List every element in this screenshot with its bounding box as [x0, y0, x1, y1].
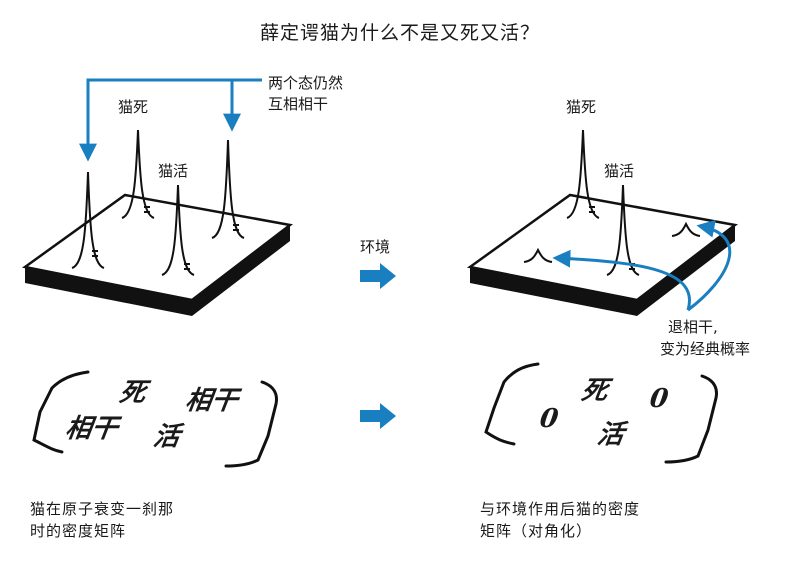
right-caption-line2: 矩阵（对角化）	[480, 522, 593, 540]
right-peak-dead-label: 猫死	[566, 98, 597, 116]
left-peak-dead-label: 猫死	[118, 98, 149, 116]
left-matrix-r2c1: 相干	[63, 414, 120, 444]
left-peak-marks	[92, 206, 239, 270]
left-matrix-brackets	[32, 370, 278, 468]
left-caption-line1: 猫在原子衰变一刹那	[30, 500, 175, 518]
right-caption-line1: 与环境作用后猫的密度	[480, 500, 641, 518]
left-matrix-r1c2: 相干	[183, 386, 240, 416]
right-matrix-brackets	[484, 362, 718, 464]
peak-coherence-left-2	[211, 139, 245, 239]
left-matrix-r1c1: 死	[117, 378, 148, 408]
matrix-arrow	[360, 403, 396, 429]
right-note-line2: 变为经典概率	[660, 340, 751, 358]
right-note-line1: 退相干,	[668, 318, 718, 336]
coherence-arrows	[79, 78, 262, 162]
left-note-line1: 两个态仍然	[268, 74, 344, 92]
right-peak-alive-label: 猫活	[604, 162, 635, 180]
right-plate	[466, 193, 739, 316]
right-matrix-r2c2: 活	[595, 420, 626, 450]
environment-label: 环境	[360, 238, 391, 256]
left-plate	[21, 193, 294, 316]
environment-arrow	[360, 263, 396, 289]
left-caption-line2: 时的密度矩阵	[30, 522, 127, 540]
right-matrix-r1c1: 死	[579, 376, 610, 406]
small-bump-left	[523, 247, 553, 263]
left-peak-alive-label: 猫活	[158, 162, 189, 180]
small-bump-right	[671, 221, 701, 237]
decoherence-arrows	[552, 219, 732, 312]
left-matrix-r2c2: 活	[151, 422, 182, 452]
left-note-line2: 互相相干	[268, 95, 329, 113]
diagram-title: 薛定谔猫为什么不是又死又活？	[259, 22, 540, 44]
